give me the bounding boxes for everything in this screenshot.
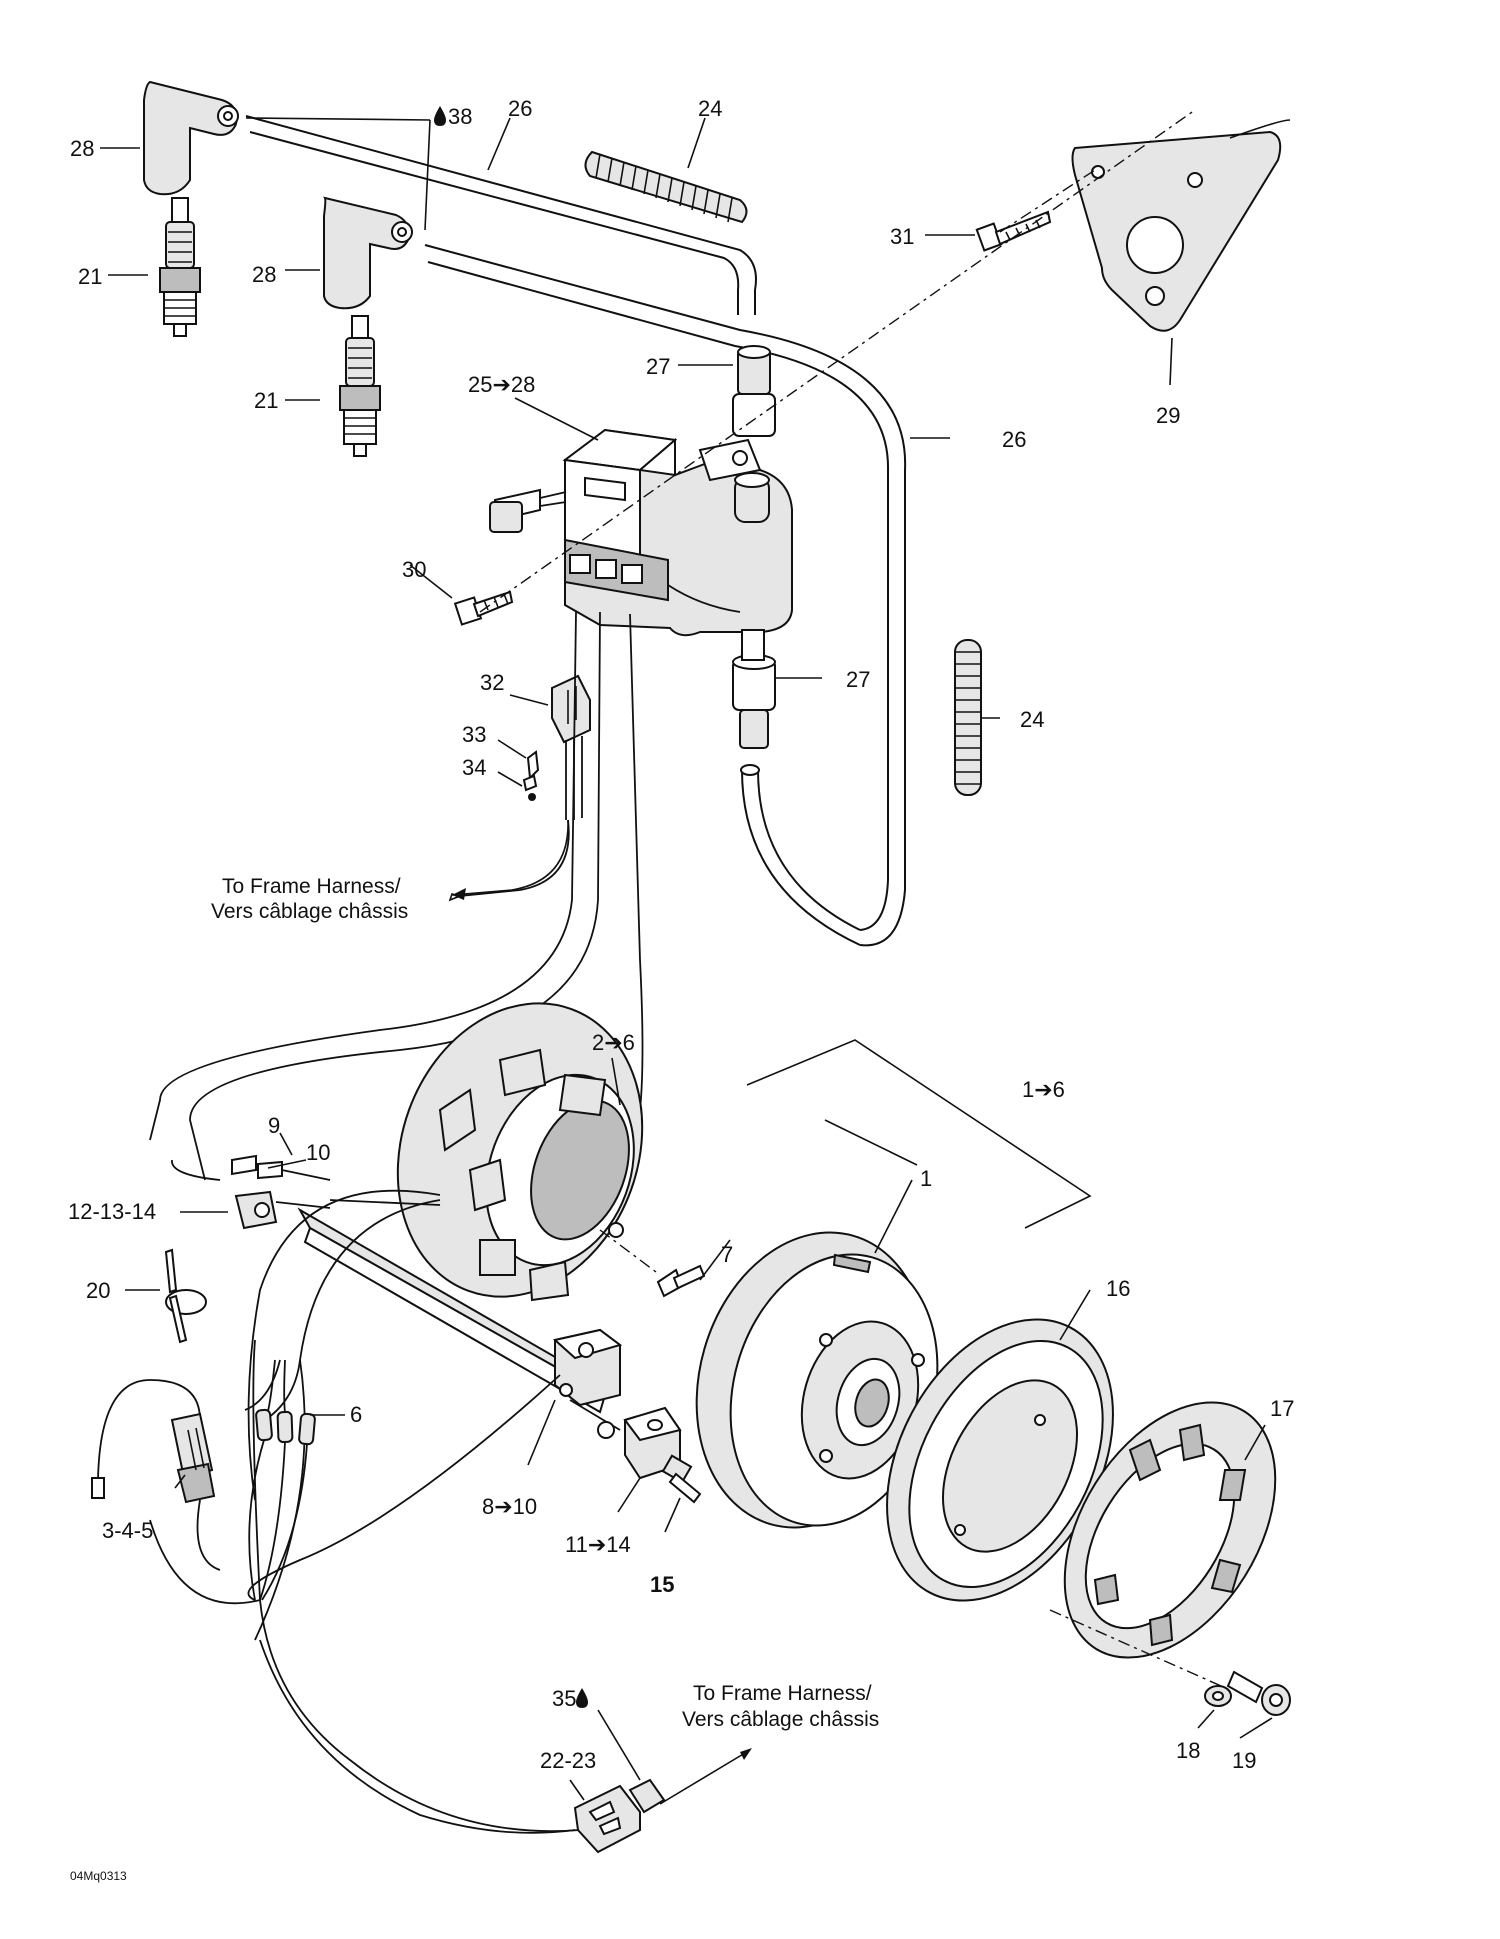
- frame-harness-arrow-top: [451, 819, 569, 900]
- callout-10: 10: [306, 1140, 330, 1165]
- group-bracket-1-6: [746, 1039, 1092, 1229]
- callout-21-mid: 21: [254, 388, 278, 413]
- callout-15: 15: [650, 1572, 674, 1597]
- callout-35: 35: [552, 1686, 576, 1711]
- callout-28-top: 28: [70, 136, 94, 161]
- trigger-coil-11-14: [569, 1399, 682, 1480]
- callout-34: 34: [462, 755, 486, 780]
- frame-harness-note-top-line2: Vers câblage châssis: [211, 900, 408, 923]
- stator-assembly-2-6: [297, 1002, 644, 1414]
- boot-27-lower: [732, 629, 776, 776]
- callout-29: 29: [1156, 403, 1180, 428]
- callout-9: 9: [268, 1113, 280, 1138]
- callout-8-10: 8➔10: [482, 1494, 537, 1519]
- alignment-lines: [479, 109, 1231, 1691]
- callout-1-6: 1➔6: [1022, 1077, 1065, 1102]
- callout-24-right: 24: [1020, 707, 1044, 732]
- drawing-code: 04Mq0313: [70, 1869, 127, 1883]
- callout-38: 38: [448, 104, 472, 129]
- high-tension-wire-26: [245, 115, 907, 947]
- spark-plug-21-lower: [339, 315, 381, 457]
- seal-34: [522, 774, 538, 801]
- leader-lines: [100, 117, 1273, 1801]
- callout-2-6: 2➔6: [592, 1030, 635, 1055]
- spark-plug-cap-28-lower: [323, 196, 413, 310]
- screw-30: [453, 590, 514, 626]
- callout-26-top: 26: [508, 96, 532, 121]
- mounting-bracket-29: [1071, 119, 1291, 332]
- stator-harness-6: [244, 1189, 581, 1832]
- callout-31: 31: [890, 224, 914, 249]
- connector-housing-32: [551, 674, 591, 820]
- callout-32: 32: [480, 670, 504, 695]
- callout-27-bottom: 27: [846, 667, 870, 692]
- callout-18: 18: [1176, 1738, 1200, 1763]
- spark-plug-21-upper: [159, 197, 201, 337]
- callout-7: 7: [721, 1242, 733, 1267]
- callout-1: 1: [920, 1166, 932, 1191]
- frame-harness-note-bottom-line1: To Frame Harness/: [693, 1682, 872, 1705]
- callout-16: 16: [1106, 1276, 1130, 1301]
- terminal-33: [526, 750, 540, 781]
- oil-drop-icon: [576, 1688, 588, 1708]
- ignition-coil-25-28: [489, 428, 793, 637]
- callout-6: 6: [350, 1402, 362, 1427]
- spiral-wrap-24-top: [584, 150, 748, 224]
- frame-harness-note-bottom-line2: Vers câblage châssis: [682, 1708, 879, 1731]
- screw-7: [656, 1264, 706, 1298]
- callout-33: 33: [462, 722, 486, 747]
- callout-17: 17: [1270, 1396, 1294, 1421]
- tie-wrap-20: [164, 1248, 207, 1344]
- connector-12-13-14: [234, 1190, 331, 1230]
- flywheel-1: [695, 1231, 939, 1529]
- spiral-wrap-24-right: [954, 639, 982, 796]
- callout-28-mid: 28: [252, 262, 276, 287]
- washer-18: [1204, 1685, 1232, 1707]
- callout-22-23: 22-23: [540, 1748, 596, 1773]
- boot-27-upper: [732, 345, 776, 437]
- frame-harness-arrow-bottom: [659, 1748, 752, 1805]
- callout-19: 19: [1232, 1748, 1256, 1773]
- callout-3-4-5: 3-4-5: [102, 1518, 153, 1543]
- callout-12-13-14: 12-13-14: [68, 1199, 156, 1224]
- callout-21-top: 21: [78, 264, 102, 289]
- callout-26-right: 26: [1002, 427, 1026, 452]
- callout-11-14: 11➔14: [565, 1532, 631, 1557]
- screw-15: [661, 1454, 702, 1504]
- callout-27-top: 27: [646, 354, 670, 379]
- connector-3-4-5: [91, 1379, 261, 1605]
- callout-25-28: 25➔28: [468, 372, 535, 397]
- starter-cup-17: [1063, 1401, 1277, 1659]
- callout-30: 30: [402, 557, 426, 582]
- callout-24-top: 24: [698, 96, 722, 121]
- spark-plug-cap-28-upper: [143, 80, 239, 196]
- screw-31: [975, 210, 1052, 252]
- screw-19: [1226, 1670, 1291, 1716]
- oil-drop-icon: [434, 106, 446, 126]
- frame-harness-note-top-line1: To Frame Harness/: [222, 875, 401, 898]
- callout-20: 20: [86, 1278, 110, 1303]
- connector-22-23: [259, 1639, 666, 1854]
- starting-pulley-16: [886, 1318, 1114, 1602]
